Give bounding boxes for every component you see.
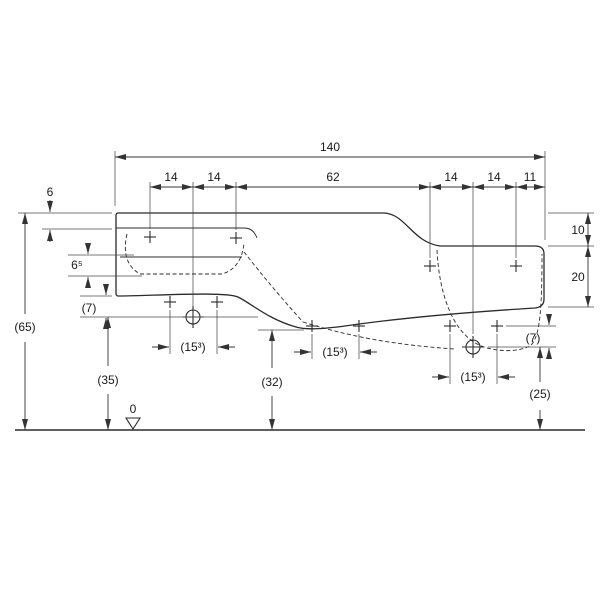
fixing-cross-lower-right-2	[491, 320, 503, 332]
left-tray-hidden-contour	[124, 233, 245, 275]
right-bowl-hidden-contour	[436, 249, 543, 352]
left-tray-slope-hidden	[243, 251, 304, 323]
fixing-cross-lower-mid-2	[353, 320, 365, 332]
basin-outline	[115, 212, 545, 330]
fixing-cross-deck-right-1	[424, 260, 436, 272]
dimension-lines	[22, 154, 591, 430]
dim-center-span: 62	[326, 170, 340, 184]
fixing-cross-deck-right-2	[510, 260, 522, 272]
fixing-cross-deck-left-1	[144, 231, 156, 243]
dim-left-rim-thickness: 6⁵	[71, 258, 83, 272]
fixing-points	[144, 231, 522, 358]
extension-lines	[18, 151, 594, 384]
fixing-cross-deck-left-2	[230, 232, 242, 244]
basin-outer-contour	[115, 212, 545, 330]
fixing-cross-lower-left-2	[211, 296, 223, 308]
fixing-cross-lower-right-1	[444, 320, 456, 332]
dim-rim-drop-right: 10	[571, 223, 585, 237]
dim-rim-step-left: 6	[47, 185, 54, 199]
dim-left-clearance-height: (35)	[97, 373, 118, 387]
dim-right-underside-offset: (7)	[526, 331, 541, 345]
datum-triangle-icon	[124, 417, 142, 431]
basin-rim-front-edge	[116, 227, 258, 239]
bowl-slope-hidden	[302, 321, 456, 350]
dim-left-underside-offset: (7)	[82, 301, 97, 315]
drain-mark-right	[462, 336, 484, 358]
dim-right-apron-height: 20	[571, 270, 585, 284]
dim-center-clearance-height: (32)	[261, 375, 282, 389]
dim-right-fixing-spacing-b: 14	[487, 170, 501, 184]
dim-left-fixing-spacing-b: 14	[207, 170, 221, 184]
dimension-labels: 140 14 14 62 14 14 11 6 10 20 (65) 6⁵ (7…	[14, 140, 585, 416]
dim-center-drill-spacing: (15³)	[322, 345, 347, 359]
dim-right-fixing-spacing-a: 14	[444, 170, 458, 184]
dim-right-edge-offset: 11	[524, 170, 537, 184]
dim-right-clearance-height: (25)	[529, 387, 550, 401]
datum-marker	[124, 417, 142, 431]
dim-left-fixing-spacing-a: 14	[164, 170, 178, 184]
dim-left-drill-spacing: (15³)	[180, 340, 205, 354]
dim-overall-width: 140	[320, 140, 340, 154]
fixing-cross-lower-left-1	[164, 296, 176, 308]
hidden-contours	[124, 233, 543, 352]
fixing-cross-lower-mid-1	[306, 320, 318, 332]
dim-datum-zero: 0	[130, 402, 137, 416]
dim-right-drill-spacing: (15³)	[460, 370, 485, 384]
dim-overall-height: (65)	[14, 320, 35, 334]
